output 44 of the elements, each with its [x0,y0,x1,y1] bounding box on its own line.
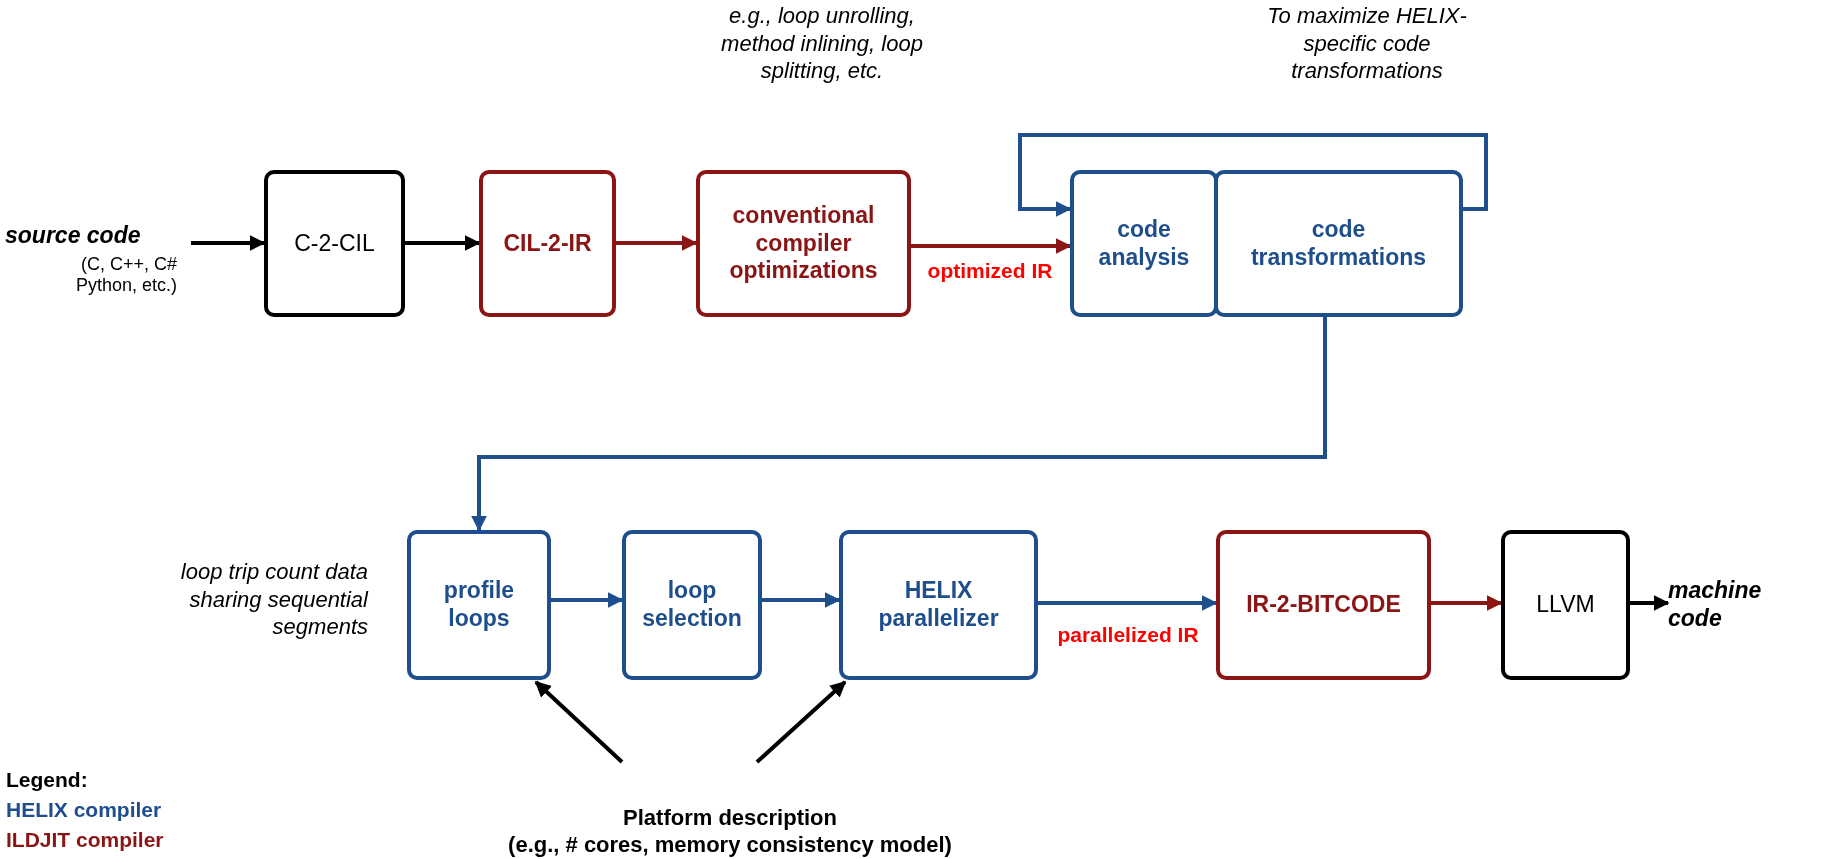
arrow [551,592,624,608]
arrow [191,235,266,251]
legend-entry: HELIX compiler [6,798,162,822]
legend-title: Legend: [6,768,89,792]
process-box [1501,530,1630,680]
annotation-text: To maximize HELIX-specific code transformations [1266,2,1468,85]
node-title: conventional compiler optimizations [728,202,879,285]
process-box [622,530,762,680]
arrow [1038,595,1218,611]
process-box [479,170,616,317]
node-title: profile loops [442,577,516,633]
node-title: IR-2-BITCODE [1246,591,1401,619]
node-title: C-2-CIL [294,229,375,258]
process-box [264,170,405,317]
process-box [696,170,911,317]
node-title: HELIX parallelizer [877,577,1000,633]
node-title: CIL-2-IR [503,229,592,258]
node-title: Platform description [623,805,837,832]
annotation-text: loop trip count data sharing sequential segments [179,558,368,641]
process-box [1070,170,1218,317]
node-subtitle: (C, C++, C# Python, etc.) [74,253,177,297]
annotation-text: e.g., loop unrolling, method inlining, loop splitting, etc. [720,2,924,85]
node-title: source code [5,222,141,250]
legend-entry: ILDJIT compiler [6,828,164,852]
arrow [616,235,698,251]
process-box [407,530,551,680]
arrow [1630,595,1670,611]
node-subtitle: (e.g., # cores, memory consistency model) [508,831,952,858]
node-title: code analysis [1097,215,1191,272]
arrow [1018,133,1488,217]
process-box [1214,170,1463,317]
process-box [839,530,1038,680]
node-title: code transformations [1249,215,1428,272]
arrow [1431,595,1503,611]
process-box [1216,530,1431,680]
arrow [755,680,847,764]
node-title: machine code [1668,577,1763,633]
arrow [534,680,624,764]
node-title: loop selection [641,577,743,633]
arrow [471,317,1327,532]
arrow [762,592,841,608]
arrow [405,235,481,251]
arrow [911,238,1072,254]
node-title: LLVM [1536,591,1595,619]
